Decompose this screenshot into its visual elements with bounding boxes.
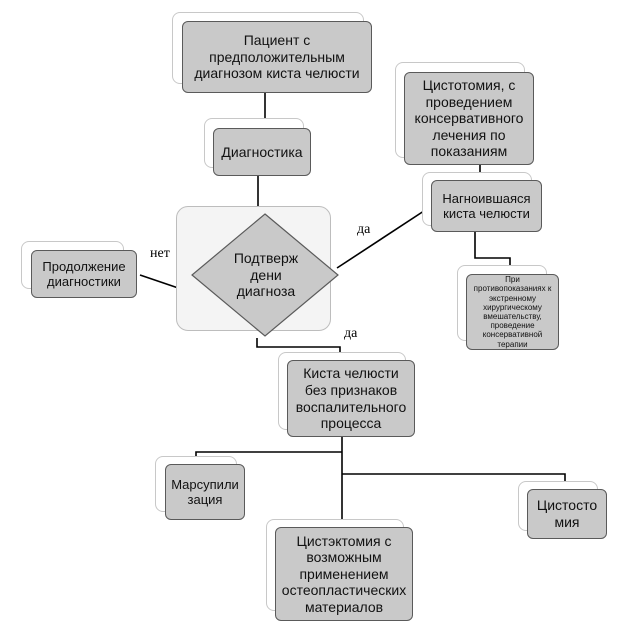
diagnostics-node: Диагностика bbox=[213, 128, 311, 176]
marsupialization-node-text: Марсупили зация bbox=[171, 476, 239, 507]
decision-node: Подтверж дени диагноза bbox=[218, 246, 314, 304]
cystectomy-node-text: Цистэктомия с возможным применением осте… bbox=[281, 532, 407, 615]
cystectomy-node: Цистэктомия с возможным применением осте… bbox=[275, 527, 413, 621]
continue-diagnostics-node: Продолжение диагностики bbox=[31, 250, 137, 298]
contraindications-node-text: При противопоказаниях к экстренному хиру… bbox=[473, 275, 552, 349]
marsupialization-node: Марсупили зация bbox=[165, 464, 245, 520]
diagnostics-node-text: Диагностика bbox=[221, 143, 303, 160]
cystostomy-node: Цистосто мия bbox=[527, 489, 607, 539]
cystotomy-conservative-node-text: Цистотомия, с проведением консервативног… bbox=[414, 77, 524, 160]
cystotomy-conservative-node: Цистотомия, с проведением консервативног… bbox=[404, 72, 534, 165]
suppurated-cyst-node-text: Нагноившаяся киста челюсти bbox=[442, 190, 531, 221]
no-inflammation-node: Киста челюсти без признаков воспалительн… bbox=[287, 360, 415, 437]
edge-trunk-cystostomy bbox=[342, 473, 566, 481]
decision-node-text: Подтверж дени диагноза bbox=[233, 250, 299, 300]
edge-suppurated-contraindications bbox=[474, 232, 511, 266]
no-inflammation-node-text: Киста челюсти без признаков воспалительн… bbox=[295, 365, 407, 432]
contraindications-node: При противопоказаниях к экстренному хиру… bbox=[466, 274, 559, 350]
patient-node: Пациент с предположительным диагнозом ки… bbox=[182, 21, 372, 93]
decision-diamond bbox=[191, 213, 339, 337]
edge-label-yes-lower: да bbox=[344, 326, 358, 341]
cystostomy-node-text: Цистосто мия bbox=[536, 497, 598, 530]
edge-label-no: нет bbox=[150, 246, 170, 261]
edge-label-yes-upper: да bbox=[357, 222, 371, 237]
patient-node-text: Пациент с предположительным диагнозом ки… bbox=[194, 32, 360, 82]
edge-decision-suppurated bbox=[336, 206, 431, 269]
suppurated-cyst-node: Нагноившаяся киста челюсти bbox=[431, 180, 542, 232]
continue-diagnostics-node-text: Продолжение диагностики bbox=[42, 258, 126, 289]
